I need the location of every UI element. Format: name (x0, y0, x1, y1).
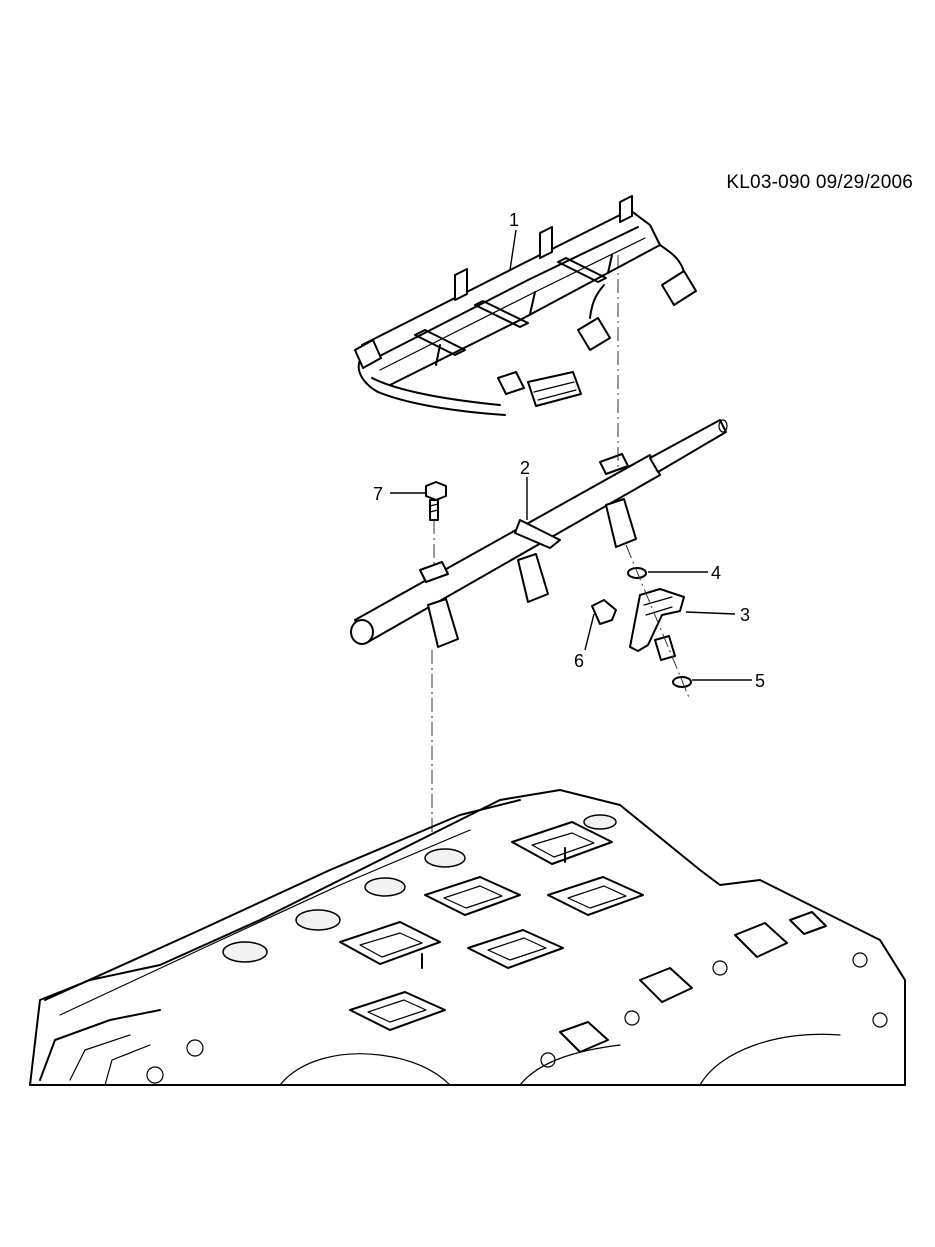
callout-7: 7 (373, 484, 384, 504)
center-line-injector (625, 544, 691, 701)
callout-4: 4 (711, 563, 722, 583)
leader-6 (584, 613, 595, 651)
fuel-rail-part (350, 419, 728, 648)
callout-6: 6 (574, 651, 585, 671)
retainer-clip-part (591, 599, 617, 625)
engine-block (29, 789, 906, 1086)
injector-part (629, 588, 685, 661)
upper-seal-part (627, 567, 647, 579)
leader-1 (509, 229, 517, 271)
drawing-reference: KL03-090 09/29/2006 (726, 172, 913, 193)
lower-seal-part (672, 676, 692, 688)
bolt-part (425, 481, 447, 521)
callout-1: 1 (509, 210, 520, 230)
wiring-harness-part (354, 195, 697, 416)
callout-5: 5 (755, 671, 766, 691)
callout-3: 3 (740, 605, 751, 625)
callout-2: 2 (520, 458, 531, 478)
leader-3 (685, 611, 736, 615)
